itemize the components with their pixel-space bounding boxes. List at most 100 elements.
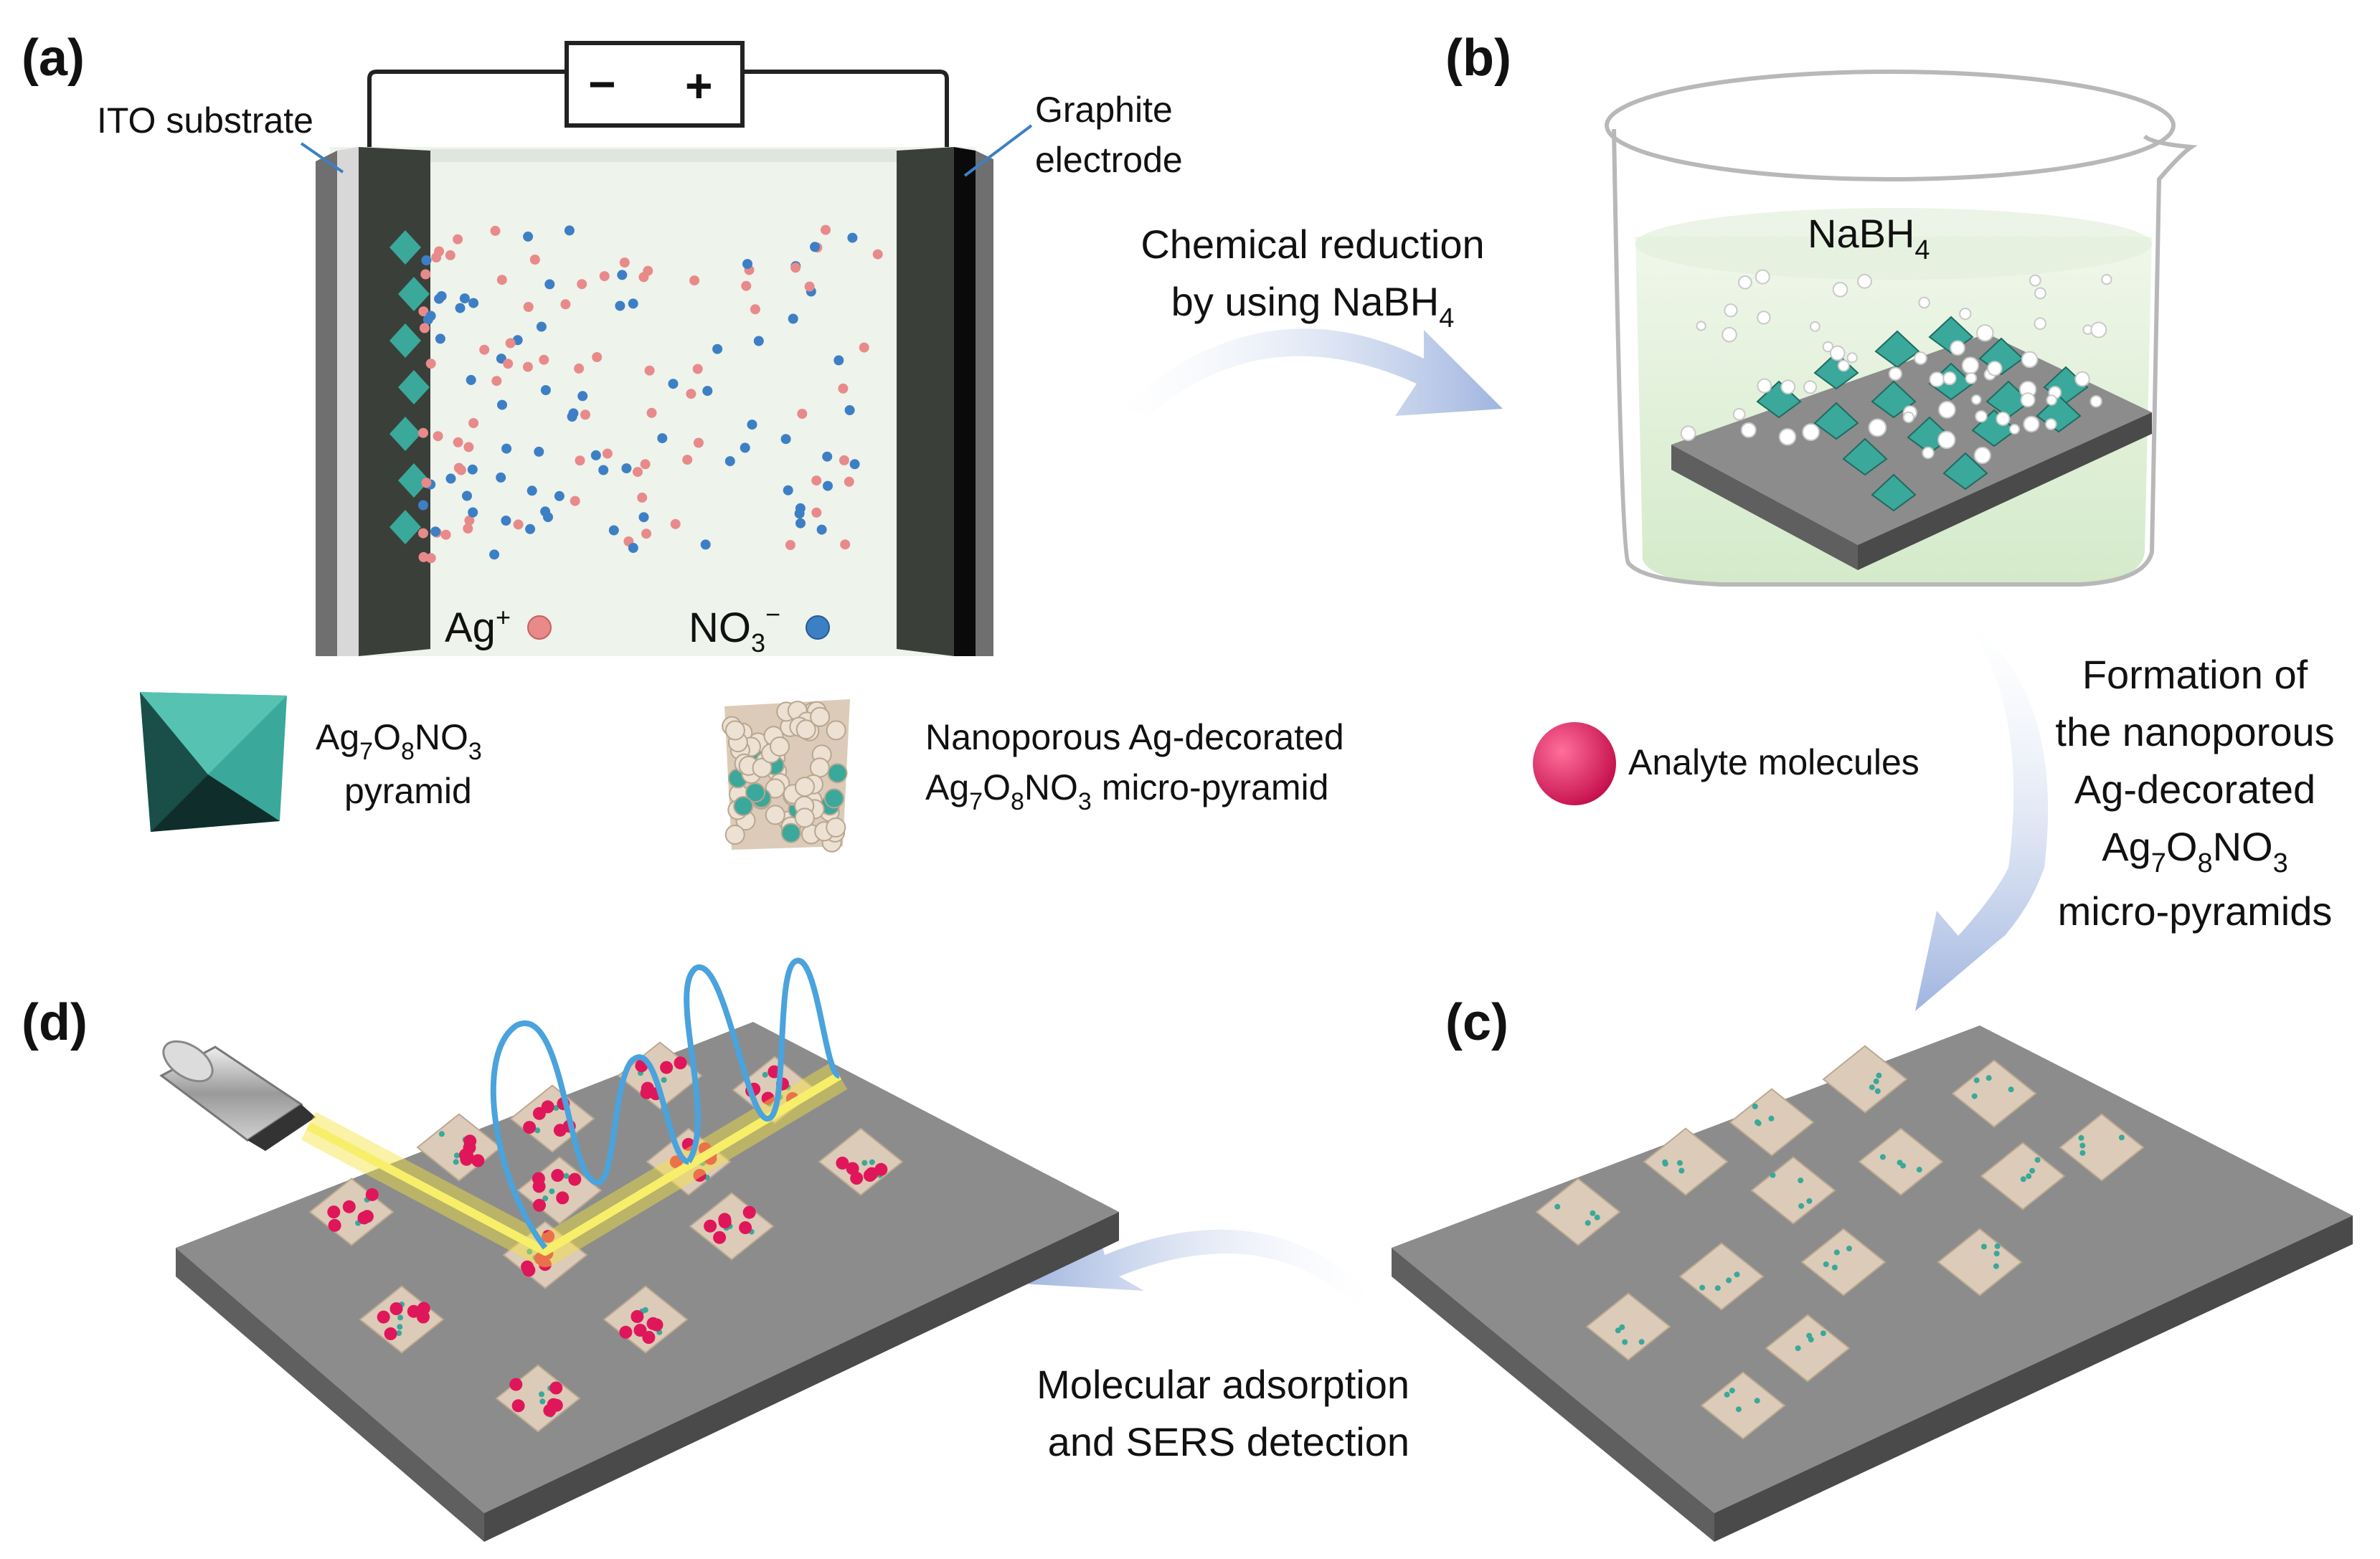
analyte-legend-label: Analyte molecules [1628,742,1919,782]
ag-nanopore [438,1131,445,1137]
ag-ion-dot [670,518,681,529]
ag-ion-dot [463,442,474,452]
analyte-molecule [547,1398,560,1411]
ag-nanopore [1980,1243,1987,1250]
porous-pyramids-c [1535,1045,2145,1440]
porous-pyramid [1535,1177,1621,1246]
nitrate-ion-dot [712,343,723,354]
nitrate-ion-dot [554,491,565,501]
beaker-pyramid [1874,330,1920,369]
ag-nanopore [1724,1391,1730,1398]
ag-ion-dot [750,304,760,315]
formation-line5: micro-pyramids [2058,889,2333,934]
analyte-molecule [704,1219,717,1233]
ag-ion-dot [463,523,473,534]
ag-nanopore [1768,1115,1775,1122]
bubble [2074,371,2090,387]
bubble [1938,401,1956,419]
bubble [1937,430,1956,450]
ag-ion-dot [453,463,464,473]
ag-ion-dot [811,475,822,486]
ag-nanopore [542,1195,549,1202]
ag-ion-dot [529,255,540,265]
analyte-molecule [642,1331,656,1344]
analyte-molecule [836,1156,849,1170]
ag-nanopore [1823,1261,1829,1267]
ag-ion-dot [560,299,571,310]
analyte-molecule [532,1180,546,1193]
bubble [2101,274,2112,285]
ag-nanopore [2079,1150,2086,1156]
nitrate-ion-dot [795,503,806,513]
ag-ion-dot [682,455,693,465]
ag-nanopore [549,1188,555,1195]
ag-ion-dot [491,376,502,387]
ag-nanoparticle [752,757,773,778]
ag-nanopore [1973,1077,1980,1084]
nitrate-ion-dot [783,485,793,496]
nitrate-ion-dot [501,443,512,454]
nitrate-ion-dot [795,518,806,529]
nitrate-ion-dot [467,464,478,475]
circuit-wire [367,70,949,147]
nitrate-ion-dot [534,446,544,457]
electrolytic-cell [316,147,993,656]
nitrate-ion-dot [638,512,649,523]
ag-nanopore [642,1307,648,1313]
nitrate-ion-dot [810,242,820,252]
bubble [1950,340,1965,356]
ag-ion-dot [643,265,653,276]
ag-ion-dot [872,249,883,260]
analyte-molecule [471,1154,485,1167]
ag-nanopore [453,1152,460,1159]
porous-pyramid [1700,1371,1786,1440]
bubble [1738,275,1752,290]
nitrate-ion-dot [526,485,537,496]
ag-ion-dot [440,529,451,540]
bubble [1724,303,1738,318]
reduction-label-line2: by using NaBH4 [1171,279,1455,333]
bubble [1829,345,1846,361]
bubble [1778,427,1797,446]
ag-nanopore [1874,1088,1881,1094]
porous-pyramid [1678,1242,1765,1311]
analyte-molecule [863,1169,877,1182]
ag-ion-dot [505,338,516,349]
analyte-molecule [533,1198,546,1212]
ag-ion-dot [418,306,429,317]
porous-pyramid [1980,1142,2066,1210]
ito-pyramids [389,230,430,544]
ag-nanopore [1662,1159,1668,1165]
ito-pyramid [398,277,430,311]
nitrate-ion-dot [617,270,628,280]
ag-nanopore [1754,1398,1760,1404]
analyte-molecule [342,1200,356,1213]
ag-nanopore [745,782,765,803]
analyte-pyramid [818,1127,904,1196]
porous-pyramid-legend-icon [722,699,850,853]
formation-line1: Formation of [2082,652,2308,697]
analyte-molecule [541,1100,554,1114]
ag-nanopore [1808,1337,1814,1342]
ag-ion-dot [640,459,651,470]
ag-ion-dot [574,363,585,374]
ag-ion-dot [433,431,443,442]
ag-ion-dot [513,519,524,530]
nitrate-ion-dot [445,473,456,484]
detection-line1: Molecular adsorption [1036,1362,1409,1407]
ag-ion-dot [602,448,613,459]
porous-legend-line2: Ag7O8NO3 micro-pyramid [925,767,1328,815]
nitrate-ion-label: NO3− [689,600,780,658]
panel-label-c: (c) [1445,994,1508,1051]
ag-nanopore [1833,1249,1840,1256]
bubble [2046,394,2057,406]
ag-nanoparticle [765,805,785,825]
bubble [1732,407,1746,421]
analyte-molecule [511,1399,525,1413]
ito-pyramid [389,510,421,544]
ag-nanoparticle [810,706,831,727]
nitrate-ion-dot [496,472,506,483]
ag-nanopore [1729,1388,1735,1394]
ag-nanopore [1876,1072,1882,1079]
nitrate-ion-dot [434,293,445,304]
